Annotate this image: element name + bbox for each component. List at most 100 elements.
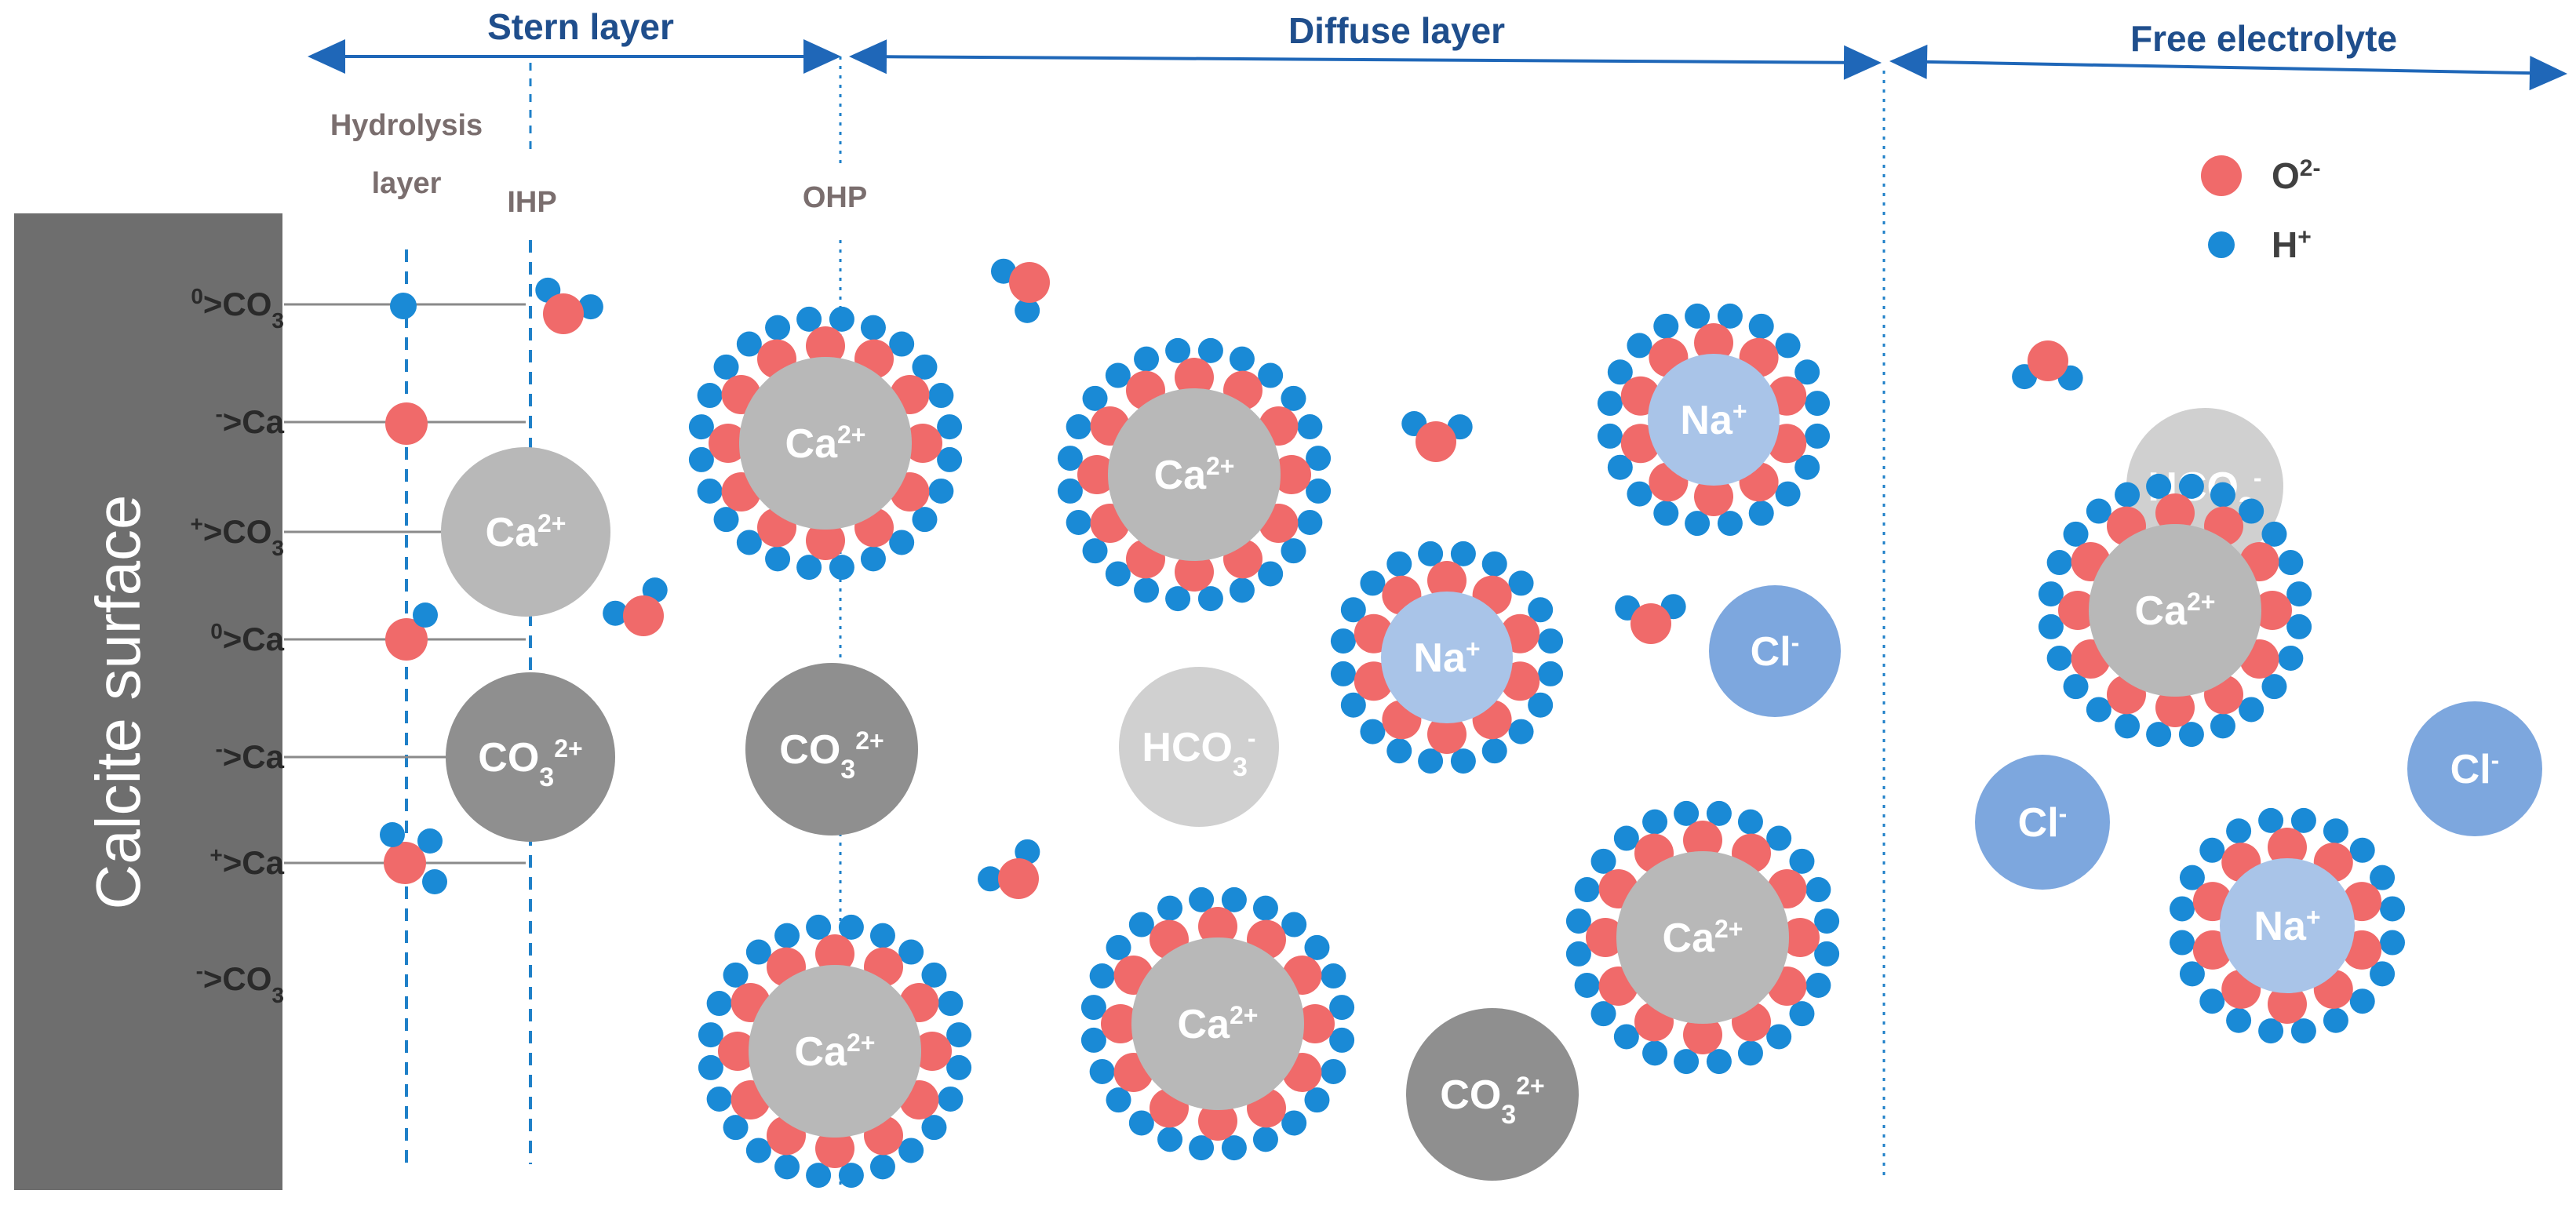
oxygen-atom	[1101, 1004, 1140, 1043]
hydrogen-atom	[688, 446, 714, 472]
hydrogen-atom	[1057, 446, 1083, 471]
oxygen-atom	[1272, 455, 1311, 494]
hydrogen-atom	[1653, 501, 1679, 526]
hydrogen-atom	[1590, 1001, 1616, 1027]
hydrogen-atom	[946, 1054, 972, 1080]
hydrogen-atom	[806, 1163, 832, 1189]
hydrogen-atom	[2170, 896, 2195, 922]
hydrogen-atom	[1674, 1049, 1700, 1075]
legend-hydrogen: H+	[2208, 224, 2312, 266]
hydrogen-atom	[2278, 550, 2304, 576]
hydrogen-atom	[1321, 963, 1346, 989]
diffuse-layer-label: Diffuse layer	[1288, 10, 1505, 51]
hydrogen-atom	[2323, 818, 2348, 844]
hydrogen-atom	[1281, 1110, 1307, 1136]
hydrogen-atom	[2323, 1007, 2348, 1033]
oxygen-atom	[2253, 591, 2292, 630]
ion-body	[1616, 851, 1789, 1024]
hydrogen-atom	[1306, 478, 1332, 504]
hydrogen-atom	[1105, 362, 1131, 388]
calcite-surface: Calcite surface	[14, 213, 282, 1190]
hydrogen-atom	[1340, 597, 1366, 623]
hydration-water	[2253, 581, 2312, 639]
hydrogen-atom	[390, 293, 417, 319]
hydrogen-atom	[706, 1086, 732, 1112]
hydrogen-atom	[1814, 908, 1840, 934]
surface-site: +>Ca	[210, 843, 526, 882]
hydrogen-atom	[938, 1086, 964, 1112]
hydrogen-atom	[1508, 570, 1534, 596]
oxygen-atom	[2268, 985, 2307, 1024]
hydrogen-atom	[765, 315, 791, 340]
oxygen-atom	[2155, 688, 2195, 727]
hydrogen-atom	[697, 383, 723, 409]
hydrogen-atom	[1766, 825, 1792, 851]
oxygen-atom	[1416, 421, 1456, 462]
hydrogen-atom	[688, 414, 714, 440]
hydrogen-atom	[2370, 865, 2396, 890]
hydrogen-atom	[1565, 908, 1591, 934]
ion-body	[2407, 701, 2542, 836]
stern-layer-arrow	[308, 39, 841, 74]
hydrogen-atom	[723, 1115, 749, 1141]
oxygen-atom	[384, 842, 426, 884]
hydration-water	[1418, 715, 1476, 774]
ion-label: CO32+	[478, 734, 582, 792]
hydrogen-atom	[1789, 1001, 1815, 1027]
hydrogen-atom	[1775, 333, 1801, 359]
hydration-water	[1165, 337, 1223, 397]
hydrogen-atom	[1481, 738, 1507, 764]
free-electrolyte-arrow	[1889, 44, 2567, 91]
hydrogen-atom	[422, 869, 447, 894]
surface-site-label: ->Ca	[215, 402, 284, 441]
hydrogen-atom	[2170, 930, 2195, 956]
hydrogen-atom	[1321, 1058, 1346, 1084]
hydrogen-atom	[1481, 551, 1507, 577]
hydrogen-atom	[1685, 511, 1711, 537]
hydrogen-atom	[1538, 661, 1564, 686]
hydrogen-atom	[2115, 482, 2141, 508]
hydrogen-atom	[1766, 1024, 1792, 1050]
ion-ca: Ca2+	[698, 914, 972, 1189]
hydrogen-atom	[1574, 877, 1600, 903]
hydration-water	[2258, 985, 2316, 1044]
water-molecule	[1615, 594, 1686, 644]
hydration-water	[1565, 908, 1625, 967]
hydrogen-atom	[829, 306, 854, 332]
surface-site-label: ->Ca	[215, 737, 284, 776]
hydrogen-atom	[1015, 839, 1040, 865]
legend-oxygen-swatch	[2201, 155, 2242, 196]
hydrogen-atom	[1134, 577, 1160, 603]
hydrogen-atom	[2226, 818, 2252, 844]
hydrogen-atom	[860, 315, 886, 340]
hydrogen-atom	[889, 331, 915, 357]
hydrogen-atom	[1304, 1087, 1330, 1113]
hydrogen-atom	[838, 1163, 864, 1189]
hydrogen-atom	[1197, 337, 1223, 363]
hydration-water	[1472, 700, 1534, 764]
ion-body	[739, 357, 912, 530]
hydrogen-atom	[1015, 297, 1040, 323]
hydrogen-atom	[1297, 509, 1323, 535]
hydrogen-atom	[2379, 930, 2405, 956]
hydrogen-atom	[1794, 359, 1820, 385]
legend-hydrogen-label: H+	[2272, 224, 2312, 266]
hydrogen-atom	[2146, 722, 2172, 748]
ion-label: Ca2+	[1178, 1001, 1259, 1047]
hydrogen-atom	[1674, 800, 1700, 826]
hydrogen-atom	[2038, 613, 2064, 639]
hydration-water	[1472, 551, 1534, 615]
hydrogen-atom	[937, 446, 963, 472]
surface-site-label: +>Ca	[210, 843, 284, 882]
hydrogen-atom	[1330, 628, 1356, 654]
hydration-water	[796, 521, 854, 581]
ion-co3: CO32+	[1406, 1008, 1579, 1181]
ion-ca: Ca2+	[1565, 800, 1840, 1075]
hydrogen-atom	[1805, 972, 1831, 998]
hydration-water	[796, 306, 854, 366]
hydration-water	[899, 1080, 964, 1141]
hydrogen-atom	[1814, 941, 1840, 967]
hydrogen-atom	[838, 914, 864, 940]
ions: Ca2+CO32+Ca2+CO32+Ca2+Ca2+HCO3-Ca2+Na+Na…	[441, 303, 2542, 1189]
plane-markers: Hydrolysis layer IHP OHP	[330, 109, 867, 219]
